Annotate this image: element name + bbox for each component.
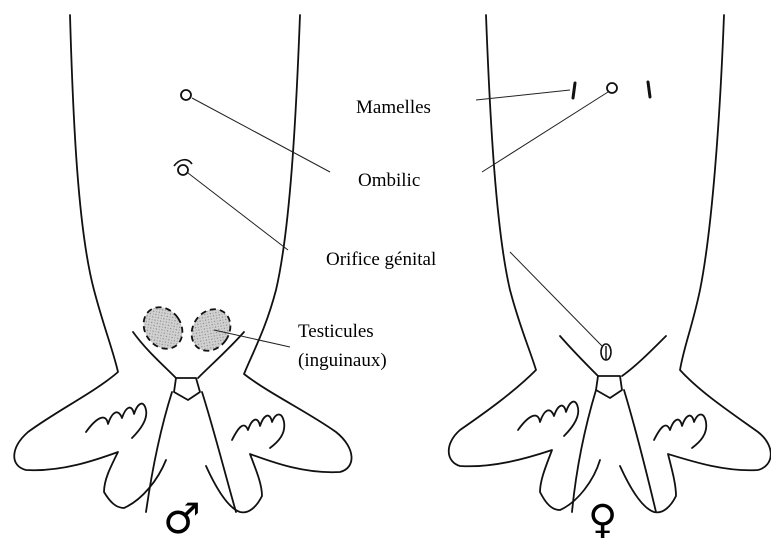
leader-ombilic-female bbox=[482, 92, 608, 172]
label-inguinaux: (inguinaux) bbox=[298, 350, 387, 372]
female-symbol: ♀ bbox=[588, 500, 617, 540]
label-orifice-genital: Orifice génital bbox=[326, 249, 436, 271]
male-right-flipper-digits bbox=[232, 415, 284, 449]
label-mamelles: Mamelles bbox=[356, 97, 431, 119]
leader-lines bbox=[188, 90, 608, 347]
right-testis bbox=[184, 302, 239, 359]
female-body-left-edge bbox=[449, 15, 600, 510]
male-tail bbox=[174, 378, 200, 400]
male-body-left-edge bbox=[14, 15, 166, 508]
male-symbol: ♂ bbox=[163, 498, 201, 540]
male-genital-orifice bbox=[174, 160, 192, 175]
female-body-right-edge bbox=[620, 15, 771, 512]
leader-orifice-male bbox=[188, 173, 288, 250]
female-hind-legs bbox=[572, 390, 656, 512]
female-left-flipper-digits bbox=[518, 402, 578, 436]
female-body bbox=[449, 15, 771, 512]
female-pelvic-line bbox=[560, 336, 666, 376]
left-testis bbox=[136, 300, 191, 357]
female-left-mamma bbox=[573, 83, 575, 98]
male-body bbox=[14, 15, 351, 512]
leader-ombilic-male bbox=[192, 98, 330, 172]
male-umbilicus-marker bbox=[181, 90, 191, 100]
female-genital-orifice bbox=[601, 344, 611, 360]
female-right-mamma bbox=[648, 82, 650, 97]
female-umbilicus-marker bbox=[607, 83, 617, 93]
male-left-flipper-digits bbox=[86, 404, 146, 438]
label-ombilic: Ombilic bbox=[358, 170, 420, 192]
label-testicules: Testicules bbox=[298, 321, 374, 343]
female-tail bbox=[596, 376, 622, 398]
female-right-flipper-digits bbox=[654, 415, 706, 449]
